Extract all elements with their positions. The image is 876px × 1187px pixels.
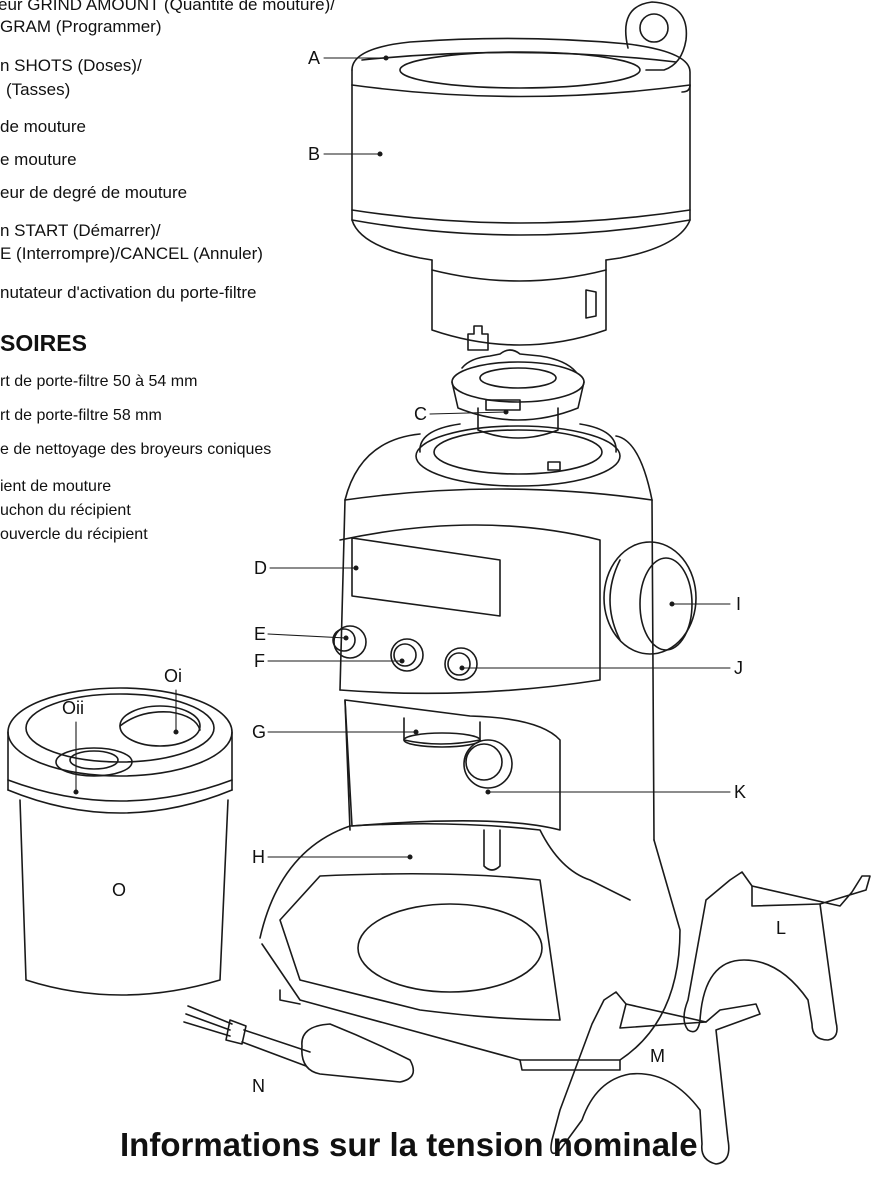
callout-n: N: [252, 1076, 265, 1096]
grounds-container: [7, 687, 233, 996]
callout-k: K: [734, 782, 747, 802]
voltage-info-heading: Informations sur la tension nominale: [120, 1126, 698, 1163]
legend-line-9: E (Interrompre)/CANCEL (Annuler): [0, 244, 263, 263]
callout-lines: [73, 55, 731, 860]
bean-hopper: [351, 1, 691, 351]
callout-oii: Oii: [62, 698, 84, 718]
legend-line-2: GRAM (Programmer): [0, 17, 162, 36]
accessory-line-3: e de nettoyage des broyeurs coniques: [0, 441, 272, 458]
callout-m: M: [650, 1046, 665, 1066]
callout-e: E: [254, 624, 267, 644]
legend-line-7: eur de degré de mouture: [0, 183, 188, 202]
callout-d: D: [254, 558, 267, 578]
legend-line-10: nutateur d'activation du porte-filtre: [0, 283, 257, 302]
grinder-body: [259, 423, 697, 1071]
accessories-heading: SOIRES: [0, 330, 87, 356]
callout-oi: Oi: [164, 666, 182, 686]
callout-f: F: [254, 651, 265, 671]
callout-i: I: [736, 594, 742, 614]
legend-line-3: n SHOTS (Doses)/: [0, 56, 142, 75]
accessory-line-6: ouvercle du récipient: [0, 526, 148, 543]
callout-h: H: [252, 847, 265, 867]
callout-g: G: [252, 722, 267, 742]
cradle-l: [683, 871, 871, 1041]
callout-b: B: [308, 144, 321, 164]
accessory-line-2: rt de porte-filtre 58 mm: [0, 407, 162, 424]
legend-line-6: e mouture: [0, 150, 77, 169]
accessory-line-5: uchon du récipient: [0, 502, 131, 519]
cradle-m: [550, 991, 761, 1165]
legend-line-5: de mouture: [0, 117, 86, 136]
callout-o: O: [112, 880, 127, 900]
callout-a: A: [308, 48, 321, 68]
legend-line-8: n START (Démarrer)/: [0, 221, 161, 240]
accessory-line-4: ient de mouture: [0, 478, 112, 495]
burr-collar: [451, 349, 585, 439]
legend-line-4: (Tasses): [6, 80, 71, 99]
cleaning-brush: [183, 1005, 415, 1083]
legend-line-1: eur GRIND AMOUNT (Quantité de mouture)/: [0, 0, 335, 14]
accessory-line-1: rt de porte-filtre 50 à 54 mm: [0, 373, 198, 390]
callout-l: L: [776, 918, 787, 938]
callout-c: C: [414, 404, 427, 424]
callout-j: J: [734, 658, 743, 678]
